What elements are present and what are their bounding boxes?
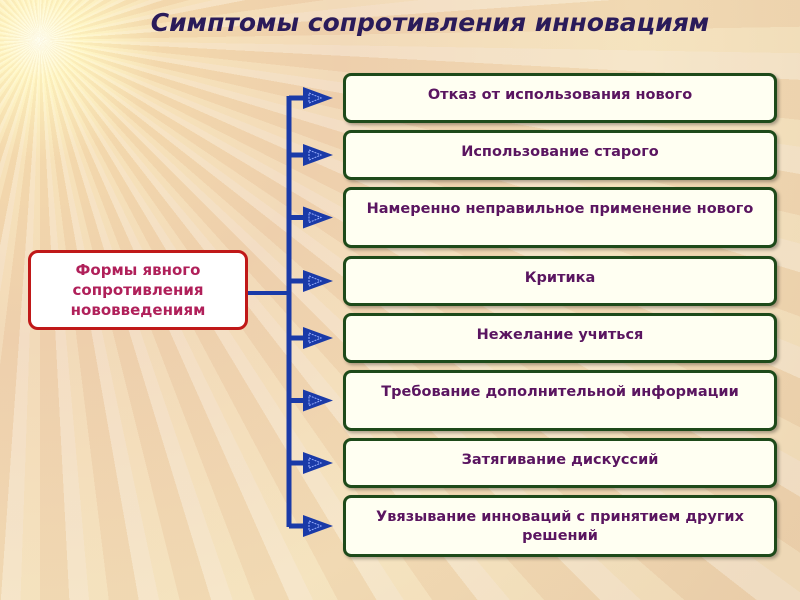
arrow-icon (303, 144, 333, 166)
symptom-box: Использование старого (343, 130, 777, 180)
slide-title: Симптомы сопротивления инновациям (150, 8, 710, 37)
symptom-box: Затягивание дискуссий (343, 438, 777, 488)
symptom-box: Намеренно неправильное применение нового (343, 187, 777, 248)
arrow-icon (303, 87, 333, 109)
arrow-icon (303, 327, 333, 349)
symptom-box: Увязывание инноваций с принятием других … (343, 495, 777, 557)
symptom-box: Нежелание учиться (343, 313, 777, 363)
arrow-icon (303, 270, 333, 292)
symptom-box: Требование дополнительной информации (343, 370, 777, 431)
arrow-icon (303, 515, 333, 537)
arrow-icon (303, 206, 333, 229)
symptom-box: Отказ от использования нового (343, 73, 777, 123)
arrow-icon (303, 389, 333, 412)
symptom-box: Критика (343, 256, 777, 306)
arrow-icon (303, 452, 333, 474)
main-category-box: Формы явного сопротивления нововведениям (28, 250, 248, 330)
